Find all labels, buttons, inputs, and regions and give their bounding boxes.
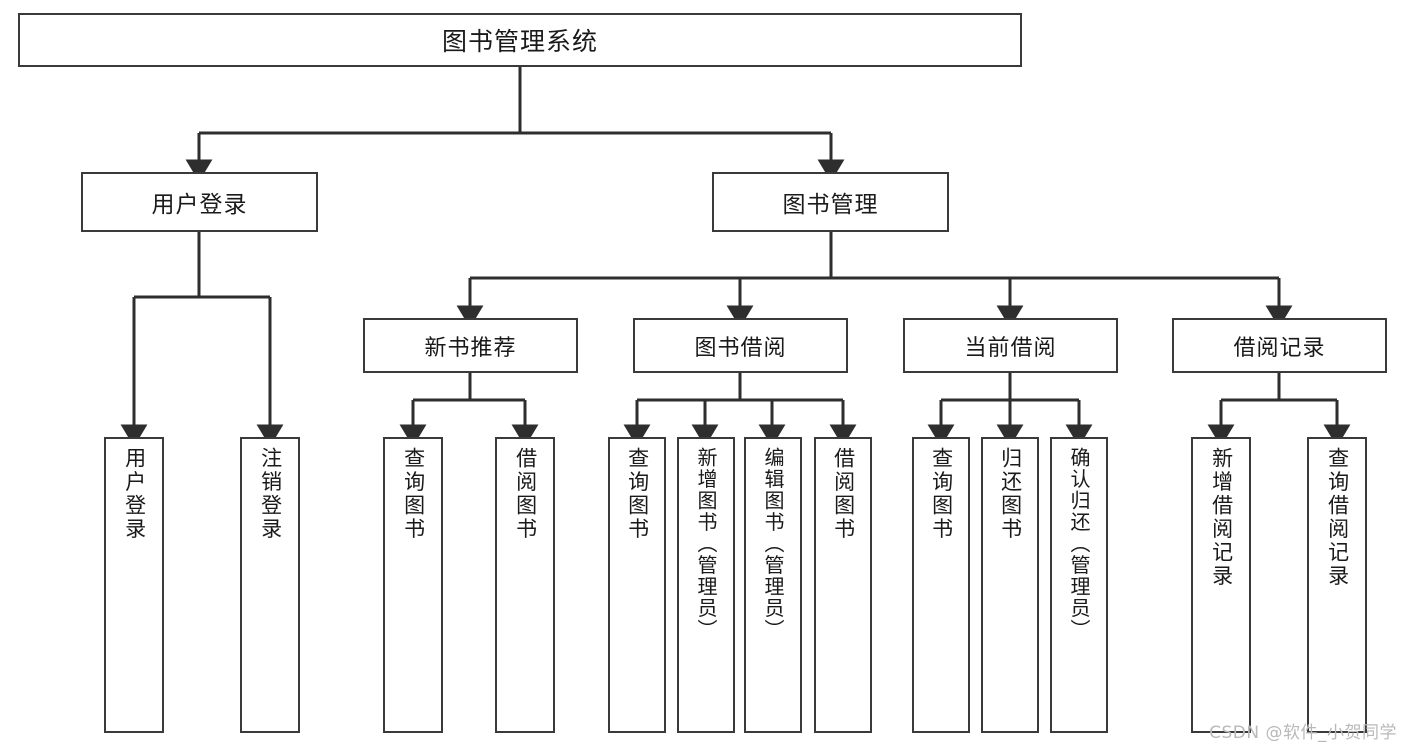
- leaf-confirm-return-admin[interactable]: 确认归还（管理员）: [1050, 437, 1108, 733]
- leaf-borrow-book-recommend[interactable]: 借阅图书: [495, 437, 555, 733]
- leaf-label: 查询图书: [929, 447, 954, 541]
- leaf-return-book[interactable]: 归还图书: [981, 437, 1039, 733]
- node-borrow-record[interactable]: 借阅记录: [1172, 318, 1387, 373]
- node-label: 用户登录: [151, 192, 248, 218]
- watermark-text: CSDN @软件_小贺同学: [1209, 723, 1397, 743]
- leaf-label: 新增借阅记录: [1209, 447, 1234, 588]
- node-label: 新书推荐: [424, 335, 517, 361]
- node-label: 图书管理: [782, 192, 879, 218]
- leaf-label: 新增图书（管理员）: [694, 447, 718, 641]
- leaf-add-borrow-record[interactable]: 新增借阅记录: [1191, 437, 1251, 733]
- leaf-label: 借阅图书: [831, 447, 856, 541]
- leaf-label: 借阅图书: [513, 447, 538, 541]
- node-new-book-recommend[interactable]: 新书推荐: [363, 318, 578, 373]
- node-current-borrow[interactable]: 当前借阅: [903, 318, 1118, 373]
- node-book-management[interactable]: 图书管理: [712, 172, 949, 232]
- leaf-query-book-recommend[interactable]: 查询图书: [383, 437, 443, 733]
- node-label: 借阅记录: [1233, 335, 1326, 361]
- leaf-user-login[interactable]: 用户登录: [104, 437, 164, 733]
- node-label: 图书管理系统: [441, 27, 598, 56]
- leaf-add-book-admin[interactable]: 新增图书（管理员）: [677, 437, 735, 733]
- node-user-login[interactable]: 用户登录: [81, 172, 318, 232]
- leaf-label: 查询图书: [401, 447, 426, 541]
- leaf-label: 查询图书: [625, 447, 650, 541]
- leaf-label: 确认归还（管理员）: [1067, 447, 1091, 641]
- leaf-query-borrow-record[interactable]: 查询借阅记录: [1307, 437, 1367, 733]
- leaf-label: 编辑图书（管理员）: [761, 447, 785, 641]
- leaf-query-book-current[interactable]: 查询图书: [912, 437, 970, 733]
- node-label: 当前借阅: [964, 335, 1057, 361]
- leaf-query-book-borrow[interactable]: 查询图书: [608, 437, 666, 733]
- leaf-edit-book-admin[interactable]: 编辑图书（管理员）: [744, 437, 802, 733]
- node-root-system[interactable]: 图书管理系统: [18, 13, 1022, 67]
- node-book-borrow[interactable]: 图书借阅: [633, 318, 848, 373]
- leaf-label: 注销登录: [258, 447, 283, 541]
- leaf-label: 查询借阅记录: [1325, 447, 1350, 588]
- leaf-logout[interactable]: 注销登录: [240, 437, 300, 733]
- leaf-label: 用户登录: [122, 447, 147, 541]
- node-label: 图书借阅: [694, 335, 787, 361]
- leaf-borrow-book[interactable]: 借阅图书: [814, 437, 872, 733]
- leaf-label: 归还图书: [998, 447, 1023, 541]
